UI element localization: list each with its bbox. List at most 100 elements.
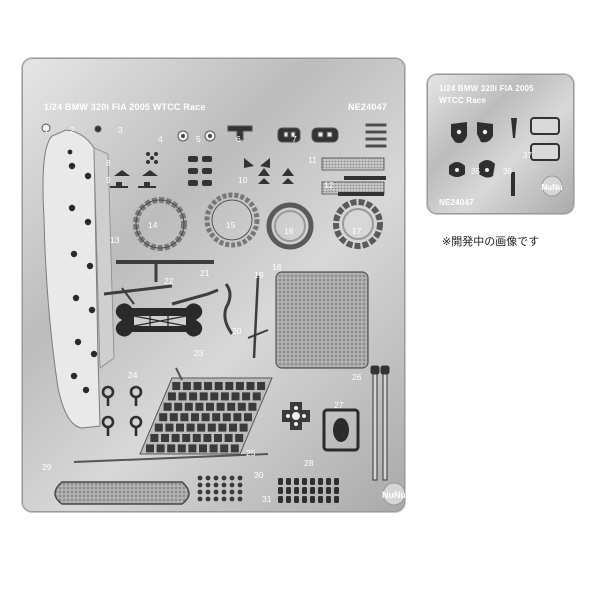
part-label: 16	[284, 226, 294, 236]
grid-cell	[180, 413, 189, 422]
pill-part	[310, 496, 315, 503]
part-13-panel	[42, 129, 115, 429]
grid-cell	[167, 392, 176, 401]
grid-cell	[184, 402, 193, 411]
grid-cell	[257, 382, 266, 390]
dot-part	[205, 496, 211, 502]
dot-part	[205, 475, 211, 481]
pill-part	[318, 478, 323, 485]
grid-cell	[244, 413, 252, 422]
small-sheet-parts: NuNu 37 35 36	[449, 117, 563, 197]
pill-part	[334, 478, 339, 485]
part-label: 11	[308, 155, 317, 165]
dot-part	[197, 482, 203, 488]
grid-cell	[182, 434, 191, 442]
grid-cell	[231, 392, 240, 401]
parts-19-22	[103, 260, 269, 359]
pill-part	[334, 487, 339, 494]
part-label: 30	[254, 470, 264, 480]
grid-cell	[159, 413, 168, 422]
part-label: 28	[304, 458, 314, 468]
grid-cell	[186, 423, 195, 432]
grid-cell	[199, 444, 207, 453]
dot-part	[213, 489, 219, 495]
grid-cell	[182, 382, 191, 390]
grid-cell	[206, 402, 214, 411]
grid-cell	[177, 444, 186, 453]
grid-cell	[237, 402, 246, 411]
part-label: 13	[110, 235, 120, 245]
pill-part	[326, 496, 331, 503]
grid-cell	[233, 413, 242, 422]
grid-cell	[220, 444, 229, 453]
pill-part	[334, 496, 339, 503]
part-label: 18	[272, 262, 282, 272]
grid-cell	[193, 382, 202, 390]
grid-cell	[229, 423, 237, 432]
grid-cell	[176, 423, 184, 432]
pill-part	[278, 487, 283, 494]
parts-row-1	[41, 123, 387, 148]
pill-part	[286, 478, 291, 485]
grid-cell	[252, 392, 261, 401]
part-label: 15	[226, 220, 236, 230]
grid-cell	[178, 392, 187, 401]
part-label: 31	[262, 494, 272, 504]
part-29-oval-mesh	[54, 481, 190, 505]
part-27-frame	[322, 408, 360, 452]
grid-cell	[192, 434, 201, 442]
pill-part	[302, 496, 307, 503]
grid-cell	[225, 382, 234, 390]
grid-cell	[201, 413, 210, 422]
pill-part	[294, 487, 299, 494]
grid-cell	[218, 423, 227, 432]
pill-part	[286, 496, 291, 503]
part-label: 26	[352, 372, 362, 382]
small-etch-sheet: 1/24 BMW 320i FIA 2005 WTCC Race NE24047…	[427, 74, 574, 214]
pill-part	[294, 496, 299, 503]
grid-cell	[248, 402, 257, 411]
part-label: 17	[352, 226, 362, 236]
pill-part	[326, 478, 331, 485]
part-28-badge	[282, 402, 310, 430]
grid-cell	[242, 392, 251, 401]
dot-part	[237, 496, 243, 502]
grid-cell	[146, 444, 154, 453]
grid-cell	[169, 413, 178, 422]
dot-part	[229, 482, 235, 488]
dot-part	[237, 482, 243, 488]
main-sheet-code: NE24047	[348, 102, 387, 112]
pill-part	[294, 478, 299, 485]
svg-text:NuNu: NuNu	[382, 490, 405, 500]
dot-part	[229, 496, 235, 502]
dot-part	[229, 489, 235, 495]
part-label: 27	[334, 400, 344, 410]
dot-part	[213, 482, 219, 488]
grid-cell	[163, 402, 172, 411]
part-31-pills	[278, 478, 339, 503]
part-label: 2	[70, 125, 75, 135]
main-etch-sheet: 1/24 BMW 320i FIA 2005 WTCC Race NE24047	[22, 58, 405, 512]
grid-cell	[227, 402, 236, 411]
dot-part	[205, 489, 211, 495]
part-label: 9	[106, 175, 111, 185]
grid-cell	[210, 392, 219, 401]
part-label: 23	[194, 348, 204, 358]
grid-cell	[214, 382, 223, 390]
part-label: 29	[42, 462, 52, 472]
grid-cell	[197, 423, 206, 432]
dot-part	[213, 475, 219, 481]
grid-cell	[239, 423, 248, 432]
part-24-hooks	[101, 385, 143, 436]
part-label: 12	[324, 180, 334, 190]
grid-cell	[207, 423, 216, 432]
parts-row-2	[110, 152, 294, 188]
dot-part	[221, 475, 227, 481]
part-label: 22	[164, 276, 174, 286]
pill-part	[286, 487, 291, 494]
dot-part	[229, 475, 235, 481]
grid-cell	[174, 402, 183, 411]
part-26-straps	[370, 365, 390, 481]
pill-part	[310, 487, 315, 494]
pill-part	[326, 487, 331, 494]
